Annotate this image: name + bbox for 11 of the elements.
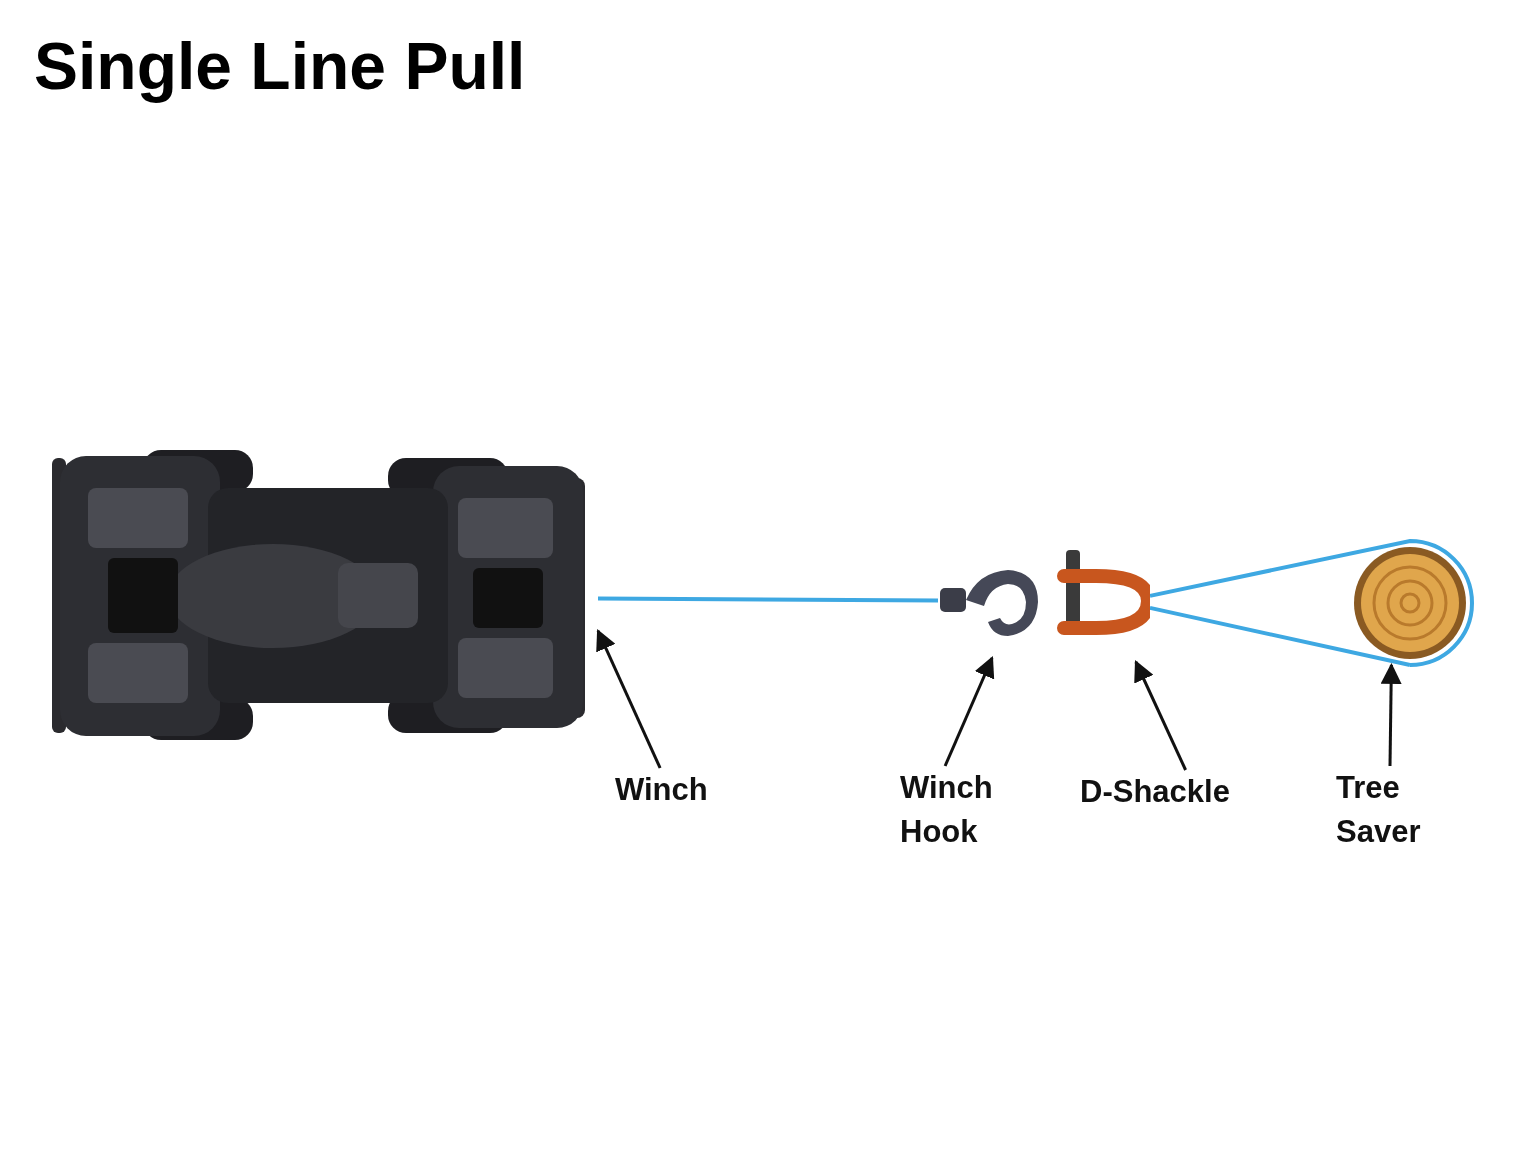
leader-line (943, 656, 995, 767)
leader-line (1380, 662, 1402, 767)
part-label: Tree Saver (1336, 769, 1422, 851)
part-label: Winch (615, 771, 709, 809)
leader-line (596, 629, 662, 769)
leader-line (1134, 660, 1187, 771)
title: Single Line Pull (34, 28, 526, 104)
part-label: Winch Hook (900, 769, 994, 851)
rope-line (1148, 539, 1474, 667)
rope-line (598, 596, 938, 603)
part-label: D-Shackle (1080, 773, 1231, 811)
